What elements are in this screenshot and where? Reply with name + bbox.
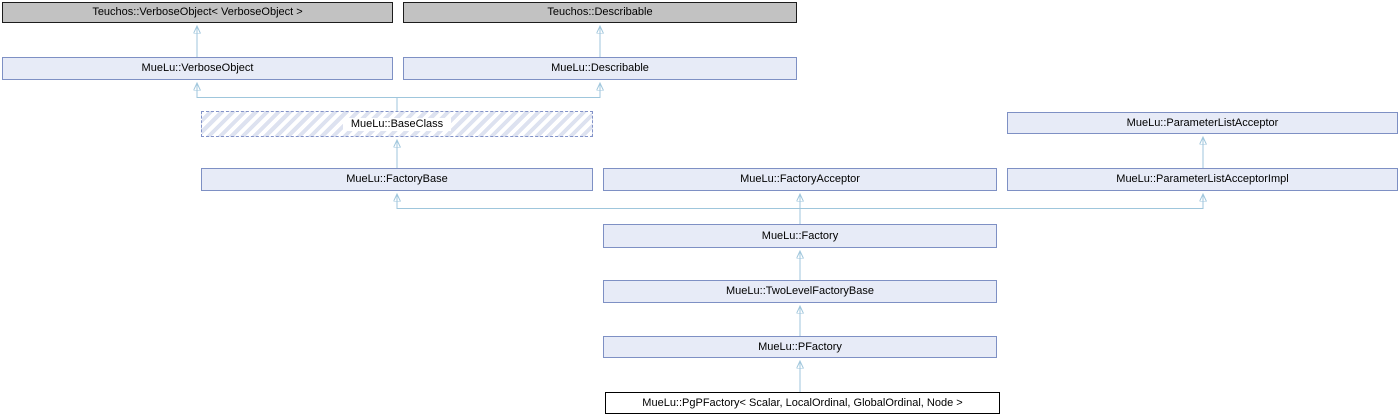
node-teuchos-describable: Teuchos::Describable [403, 2, 797, 23]
node-teuchos-verboseobject: Teuchos::VerboseObject< VerboseObject > [2, 2, 393, 23]
node-muelu-baseclass-label: MueLu::BaseClass [342, 117, 452, 131]
node-muelu-factoryacceptor[interactable]: MueLu::FactoryAcceptor [603, 168, 997, 191]
node-muelu-describable[interactable]: MueLu::Describable [403, 57, 797, 80]
node-muelu-parameterlistacceptorimpl[interactable]: MueLu::ParameterListAcceptorImpl [1007, 168, 1398, 191]
node-muelu-factory[interactable]: MueLu::Factory [603, 224, 997, 248]
node-muelu-twolevelfactorybase[interactable]: MueLu::TwoLevelFactoryBase [603, 280, 997, 303]
node-muelu-pfactory[interactable]: MueLu::PFactory [603, 336, 997, 358]
node-muelu-verboseobject[interactable]: MueLu::VerboseObject [2, 57, 393, 80]
node-muelu-parameterlistacceptor[interactable]: MueLu::ParameterListAcceptor [1007, 112, 1398, 134]
edge-baseclass-verboseobject [197, 83, 398, 111]
node-muelu-pgpfactory-current: MueLu::PgPFactory< Scalar, LocalOrdinal,… [605, 392, 1000, 414]
edge-baseclass-describable [397, 83, 600, 98]
edge-factory-factorybase [397, 194, 800, 209]
edge-factory-plaimpl [800, 194, 1203, 209]
node-muelu-factorybase[interactable]: MueLu::FactoryBase [201, 168, 593, 191]
node-muelu-baseclass[interactable]: MueLu::BaseClass [201, 111, 593, 137]
